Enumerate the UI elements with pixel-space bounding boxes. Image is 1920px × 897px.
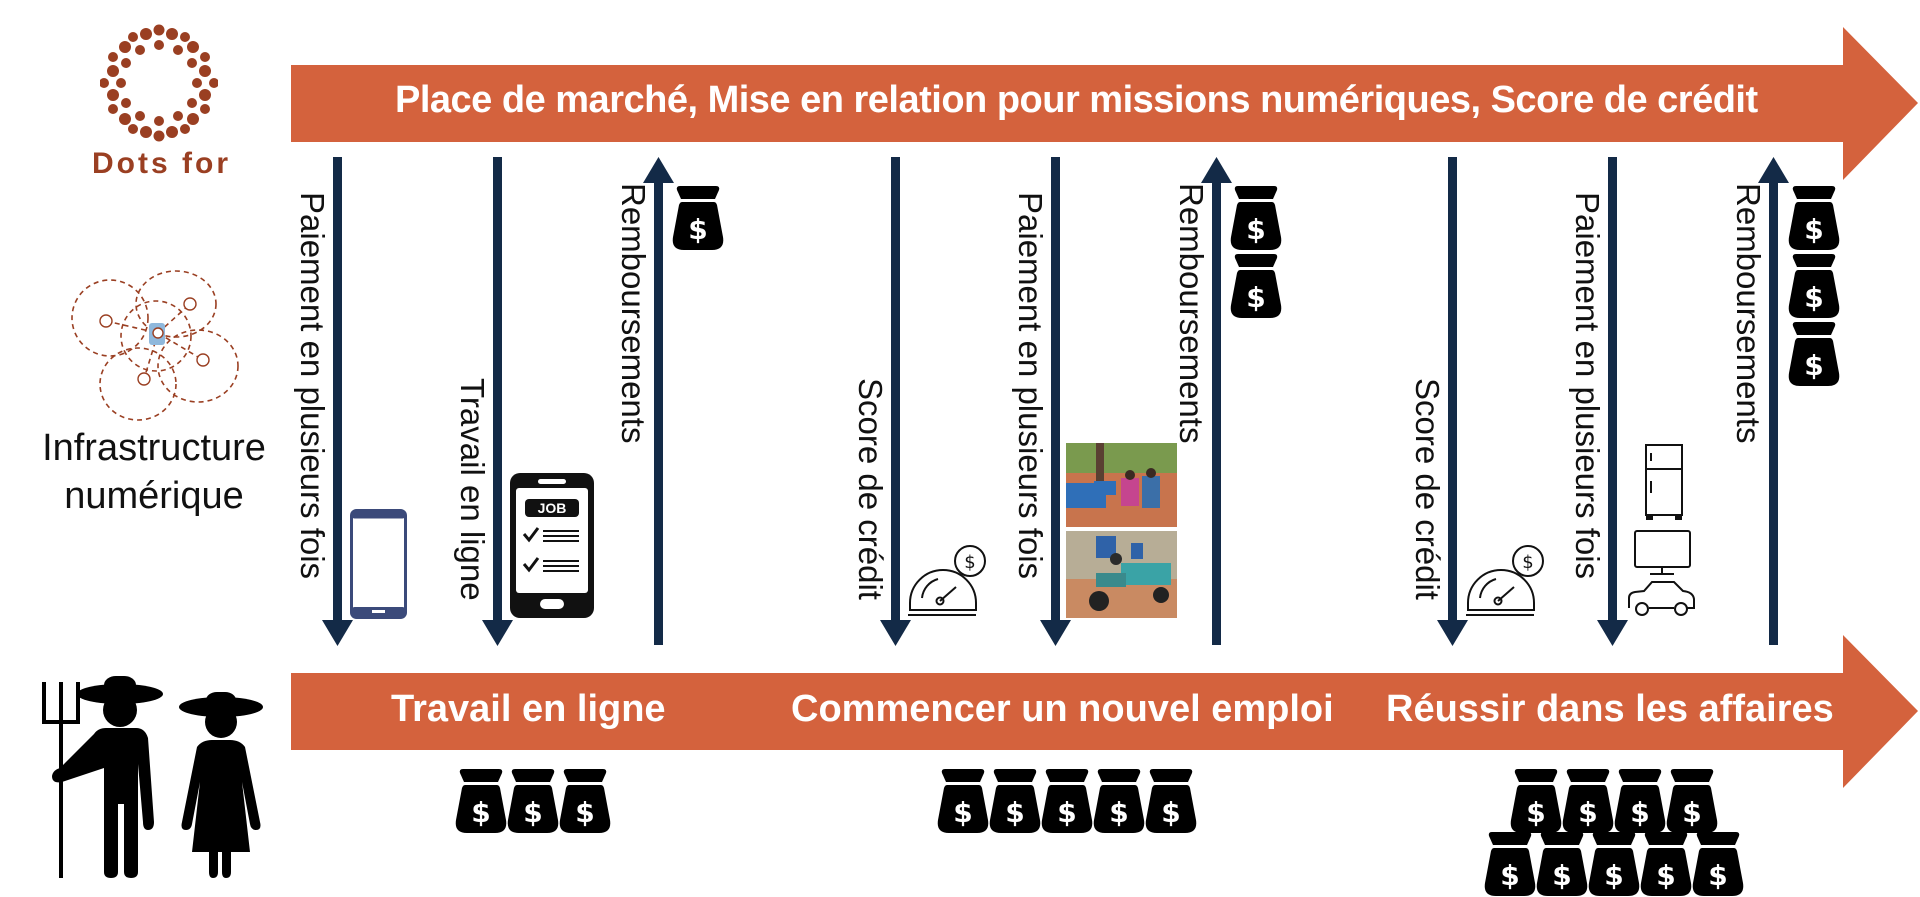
money-bag-icon [672,185,724,251]
svg-text:$: $ [964,552,975,573]
credit-score-gauge-icon: $ [908,543,990,618]
money-bag-icon [1230,253,1282,319]
money-bag-icon [1510,768,1562,834]
arrow-down-head-icon [322,620,353,646]
photo-agricultural-equipment [1066,443,1177,527]
infrastructure-label: Infrastructure numérique [24,424,284,520]
money-bag-icon [1562,768,1614,834]
down-arrow-line [1051,157,1060,625]
top-arrow-label: Place de marché, Mise en relation pour m… [395,79,1758,121]
infrastructure-label-line2: numérique [64,475,244,517]
arrow-down-head-icon [1437,620,1468,646]
money-bag-icon [1692,831,1744,897]
flow-label: Paiement en plusieurs fois [294,192,331,580]
svg-text:JOB: JOB [538,500,567,516]
flow-label: Travail en ligne [454,378,491,601]
arrow-down-head-icon [1597,620,1628,646]
network-diagram-icon [68,266,243,421]
down-arrow-line [1608,157,1617,625]
money-bag-icon [1536,831,1588,897]
money-bag-icon [1788,185,1840,251]
flow-label: Remboursements [1173,183,1210,444]
arrow-up-head-icon [1758,157,1789,183]
down-arrow-line [333,157,342,625]
brand-logo [99,24,219,142]
arrow-up-head-icon [1201,157,1232,183]
money-bag-icon [1041,768,1093,834]
svg-text:$: $ [1522,552,1533,573]
down-arrow-line [493,157,502,625]
money-bag-icon [1230,185,1282,251]
flow-label: Remboursements [615,183,652,444]
money-bag-icon [1588,831,1640,897]
stage-label-new-job: Commencer un nouvel emploi [791,688,1334,730]
stage-label-online-work: Travail en ligne [391,688,666,730]
money-bag-icon [507,768,559,834]
top-arrow-platform-services: Place de marché, Mise en relation pour m… [291,27,1920,180]
brand-name: Dots for [92,147,231,180]
up-arrow-line [1769,180,1778,645]
money-bag-icon [1788,253,1840,319]
arrow-down-head-icon [1040,620,1071,646]
flow-label: Remboursements [1730,183,1767,444]
flow-label: Score de crédit [852,378,889,600]
job-phone-icon: JOB [510,473,594,618]
money-bag-icon [1614,768,1666,834]
up-arrow-line [654,180,663,645]
money-bag-icon [1788,321,1840,387]
arrow-down-head-icon [880,620,911,646]
dots-ring-icon [99,24,219,142]
down-arrow-line [1448,157,1457,625]
money-bag-icon [1145,768,1197,834]
money-bag-icon [1093,768,1145,834]
appliances-icon [1626,443,1698,619]
flow-label: Paiement en plusieurs fois [1012,192,1049,580]
money-bag-icon [559,768,611,834]
flow-label: Paiement en plusieurs fois [1569,192,1606,580]
money-bag-icon [455,768,507,834]
money-bag-icon [1666,768,1718,834]
up-arrow-line [1212,180,1221,645]
bottom-arrow-progression: Travail en ligne Commencer un nouvel emp… [291,635,1920,788]
arrow-up-head-icon [643,157,674,183]
stage-label-business-success: Réussir dans les affaires [1386,688,1834,730]
money-bag-icon [937,768,989,834]
infrastructure-label-line1: Infrastructure [42,427,266,469]
smartphone-icon [350,509,407,619]
down-arrow-line [891,157,900,625]
money-bag-icon [989,768,1041,834]
arrow-down-head-icon [482,620,513,646]
farmers-icon [32,672,284,878]
money-bag-icon [1640,831,1692,897]
credit-score-gauge-icon: $ [1466,543,1548,618]
photo-motor-tricycle [1066,531,1177,618]
money-bag-icon [1484,831,1536,897]
flow-label: Score de crédit [1409,378,1446,600]
